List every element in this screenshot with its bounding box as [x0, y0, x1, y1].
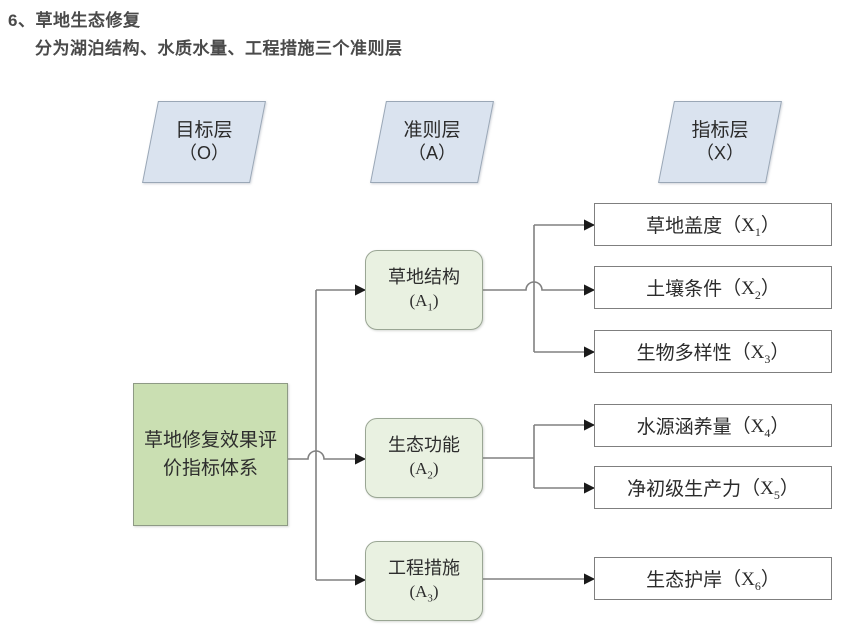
indicator-node-x2[interactable]: 土壤条件（X2） — [594, 266, 832, 309]
indicator-node-x5-label: 净初级生产力 — [627, 479, 742, 500]
indicator-node-x3-code: （X3） — [731, 341, 790, 366]
criteria-node-a2-label: 生态功能 — [388, 435, 460, 456]
indicator-node-x2-code: （X2） — [722, 277, 780, 302]
indicator-layer-header-title: 指标层 — [691, 120, 749, 142]
criteria-node-a2[interactable]: 生态功能 (A2) — [365, 418, 483, 498]
indicator-node-x1-label: 草地盖度 — [646, 216, 723, 237]
indicator-node-x6-label: 生态护岸 — [646, 570, 723, 591]
indicator-node-x6[interactable]: 生态护岸（X6） — [594, 557, 832, 600]
criteria-node-a3[interactable]: 工程措施 (A3) — [365, 541, 483, 621]
indicator-node-x5[interactable]: 净初级生产力（X5） — [594, 466, 832, 509]
criteria-node-a1[interactable]: 草地结构 (A1) — [365, 250, 483, 330]
indicator-node-x1[interactable]: 草地盖度（X1） — [594, 203, 832, 246]
heading-line-1: 6、草地生态修复 — [8, 11, 141, 30]
indicator-layer-header: 指标层 （X） — [658, 101, 782, 183]
indicator-node-x1-code: （X1） — [722, 214, 780, 239]
criteria-node-a2-code: (A2) — [409, 458, 439, 481]
criteria-node-a3-label: 工程措施 — [388, 558, 460, 579]
wire-goal-to-trunk — [288, 450, 367, 465]
indicator-node-x4-label: 水源涵养量 — [636, 417, 732, 438]
goal-node[interactable]: 草地修复效果评价指标体系 — [133, 383, 288, 526]
indicator-layer-header-code: （X） — [695, 142, 744, 163]
goal-node-label: 草地修复效果评价指标体系 — [144, 429, 278, 479]
indicator-node-x6-code: （X6） — [722, 568, 780, 593]
goal-layer-header-title: 目标层 — [175, 120, 233, 142]
criteria-node-a1-label: 草地结构 — [388, 267, 460, 288]
goal-layer-header: 目标层 （O） — [142, 101, 266, 183]
indicator-node-x2-label: 土壤条件 — [646, 279, 723, 300]
criteria-node-a1-code: (A1) — [409, 290, 439, 313]
indicator-node-x4-code: （X4） — [731, 415, 790, 440]
goal-layer-header-code: （O） — [178, 142, 229, 163]
indicator-node-x3-label: 生物多样性 — [636, 343, 732, 364]
criteria-layer-header-code: （A） — [407, 142, 456, 163]
indicator-node-x5-code: （X5） — [741, 477, 799, 502]
indicator-node-x4[interactable]: 水源涵养量（X4） — [594, 404, 832, 447]
wire-a1-to-branch — [483, 281, 596, 296]
heading-line-2: 分为湖泊结构、水质水量、工程措施三个准则层 — [35, 39, 403, 58]
criteria-layer-header: 准则层 （A） — [370, 101, 494, 183]
criteria-node-a3-code: (A3) — [409, 581, 439, 604]
criteria-layer-header-title: 准则层 — [403, 120, 461, 142]
indicator-node-x3[interactable]: 生物多样性（X3） — [594, 330, 832, 373]
